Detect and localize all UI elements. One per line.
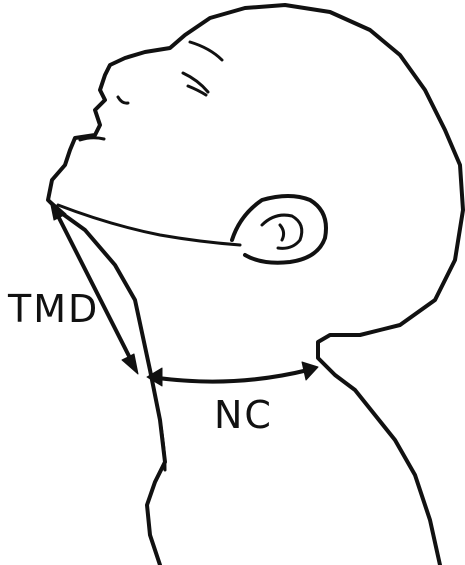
- brow: [190, 42, 222, 60]
- jawline: [58, 205, 240, 245]
- tmd-arrow-head-bottom: [122, 354, 138, 374]
- nc-label: NC: [214, 393, 273, 437]
- ear: [232, 196, 326, 263]
- head-outline: [48, 5, 463, 565]
- mouth: [80, 138, 104, 140]
- ear-lobe: [280, 225, 284, 240]
- nostril: [118, 97, 128, 103]
- tmd-label: TMD: [7, 287, 99, 331]
- neck-front: [160, 420, 165, 470]
- nc-arrow-shaft: [158, 370, 308, 382]
- nc-arrow-head-right: [302, 362, 318, 380]
